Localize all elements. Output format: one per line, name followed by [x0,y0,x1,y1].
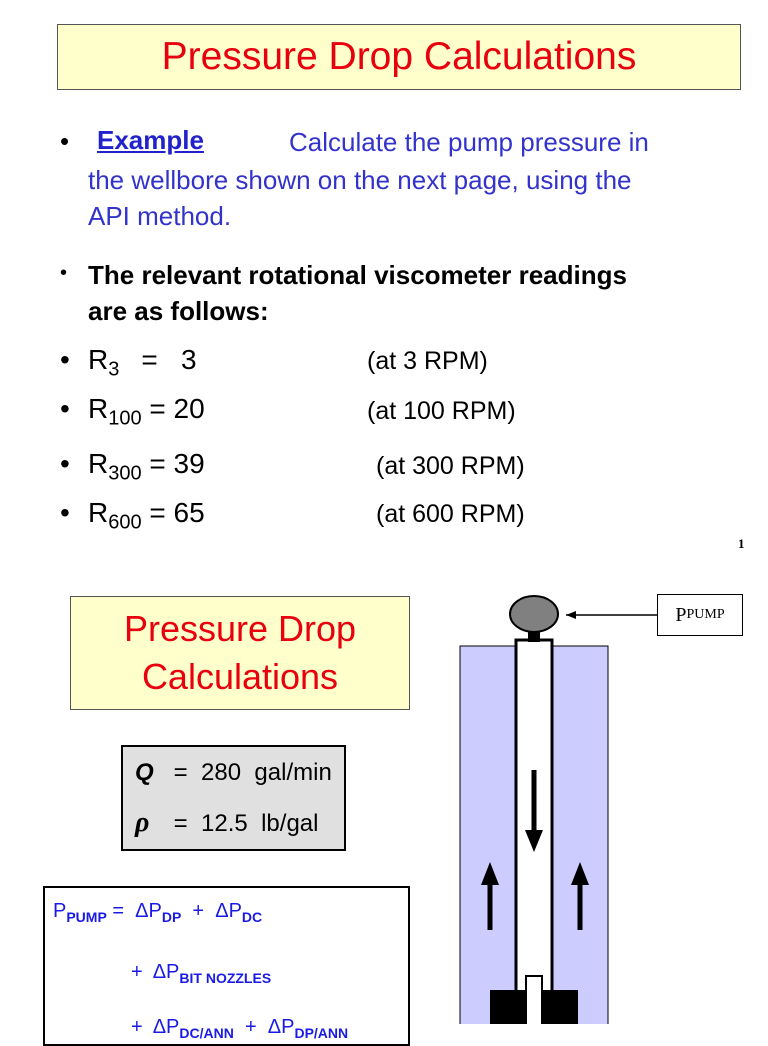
example-line-3: API method. [88,201,232,231]
slide-1-title: Pressure Drop Calculations [161,35,637,78]
param-density: ρ = 12.5 lb/gal [135,807,318,839]
example-line-1: Calculate the pump pressure in [289,127,649,157]
readings-intro-line-1: The relevant rotational viscometer readi… [88,260,627,290]
reading-r300: • R300 = 39 (at 300 RPM) [60,448,525,488]
slide-2-title-box: Pressure Drop Calculations [70,596,410,710]
reading-bullet: • [60,497,70,528]
reading-rpm: (at 100 RPM) [367,397,516,425]
readings-intro-line-2: are as follows: [88,296,269,326]
reading-r3: • R3= 3 (at 3 RPM) [60,344,488,384]
param-value: 12.5 [201,810,248,837]
reading-r600: • R600 = 65 (at 600 RPM) [60,497,525,537]
equation-line-2: + ΔPBIT NOZZLES [131,961,272,986]
param-eq: = [173,810,188,837]
example-bullet: Example [97,122,737,158]
slide-1: Pressure Drop Calculations • Example Cal… [57,24,745,551]
page-number: 1 [738,536,745,551]
reading-label: R100 = 20 [88,393,205,430]
flow-up-arrow-left-head [481,862,499,885]
pump-icon [509,595,559,633]
drill-collar-right [542,990,578,1024]
flow-up-arrow-right-head [571,862,589,885]
param-eq: = [173,759,188,786]
bullet-example: • [60,126,70,156]
equation-line-1: PPUMP = ΔPDP + ΔPDC [53,900,263,925]
readings-intro: The relevant rotational viscometer readi… [88,257,738,329]
equation-line-3: + ΔPDC/ANN + ΔPDP/ANN [131,1016,349,1041]
slide-1-title-box: Pressure Drop Calculations [57,24,741,90]
reading-rpm: (at 300 RPM) [376,452,525,480]
reading-r100: • R100 = 20 (at 100 RPM) [60,393,516,433]
reading-label: R300 = 39 [88,448,205,485]
param-value: 280 [201,759,242,786]
reading-bullet: • [60,393,70,424]
param-symbol: Q [135,759,154,786]
flow-down-arrow-head [525,830,543,852]
reading-label: R3= 3 [88,344,197,381]
pump-pressure-equation: PPUMP = ΔPDP + ΔPDC + ΔPBIT NOZZLES + ΔP… [43,886,410,1046]
example-word: Example [97,125,204,155]
pump-leader-arrowhead [566,611,576,619]
reading-rpm: (at 600 RPM) [376,500,525,528]
slide-2-title-line-2: Calculations [141,656,339,697]
reading-label: R600 = 65 [88,497,205,534]
wellbore-diagram [459,595,657,1024]
parameters-box: Q = 280 gal/min ρ = 12.5 lb/gal [121,745,346,851]
bullet-readings: • [60,262,68,284]
drill-collar-left [490,990,526,1024]
param-symbol: ρ [135,807,150,838]
slide-2-title-line-1: Pressure Drop [123,608,357,649]
reading-bullet: • [60,344,70,375]
param-unit: lb/gal [261,810,319,837]
collar-bore [525,975,543,1024]
param-flow-rate: Q = 280 gal/min [135,759,332,787]
example-line-2: the wellbore shown on the next page, usi… [88,165,632,195]
reading-bullet: • [60,448,70,479]
reading-rpm: (at 3 RPM) [367,347,488,375]
param-unit: gal/min [254,759,332,786]
